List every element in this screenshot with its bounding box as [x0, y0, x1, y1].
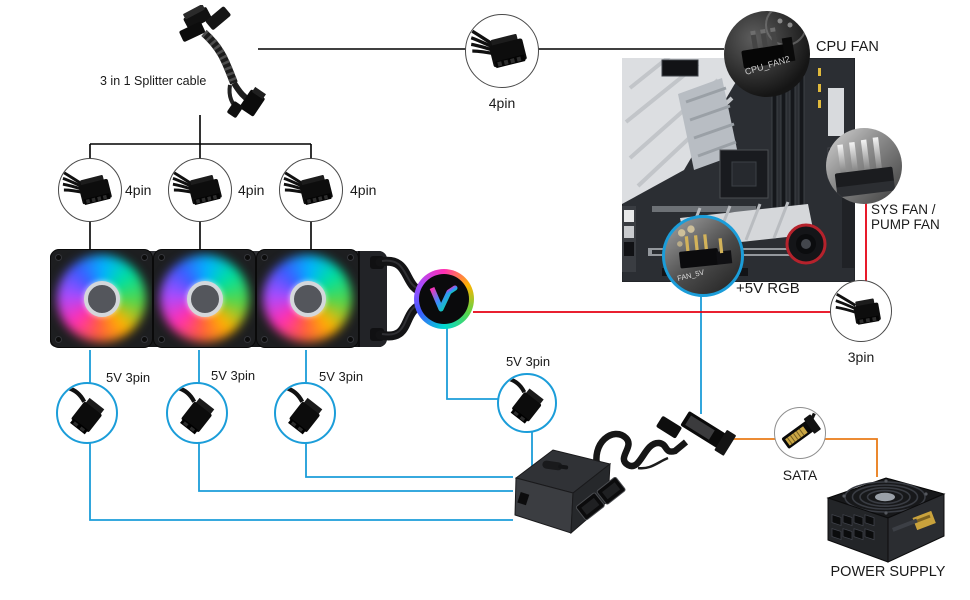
rgb-fan-3 [256, 249, 359, 348]
cpu-fan-header-icon: CPU_FAN2 [741, 11, 807, 77]
rgb-header-label: +5V RGB [736, 280, 800, 297]
sys-fan-header-circle [826, 128, 902, 204]
cpu-fan-header-circle: CPU_FAN2 [724, 11, 810, 97]
fan-argb-pin-circle-1 [56, 382, 118, 444]
argb-controller-hub [514, 411, 736, 535]
pump-3pin-circle [830, 280, 892, 342]
fan-argb-pin-label-2: 5V 3pin [211, 368, 256, 383]
splitter-output-4pin-label-2: 4pin [238, 182, 265, 198]
pump-3pin-label: 3pin [847, 349, 875, 365]
pump-argb-pin-circle [497, 373, 557, 433]
pump-head [414, 269, 474, 329]
sata-connector-icon [776, 409, 824, 457]
fan-argb-pin-label-1: 5V 3pin [106, 370, 151, 385]
sys-fan-label: SYS FAN / PUMP FAN [871, 202, 940, 232]
splitter-input-4pin-circle [465, 14, 539, 88]
splitter-output-4pin-circle-2 [168, 158, 232, 222]
cpu-fan-label: CPU FAN [816, 39, 879, 55]
motherboard-photo [622, 58, 855, 282]
radiator [50, 249, 387, 349]
rgb-fan-2 [153, 249, 256, 348]
splitter-cable-image [179, 5, 266, 118]
4pin-connector-icon [282, 161, 340, 219]
sys-fan-label-line2: PUMP FAN [871, 217, 940, 232]
rgb-fan-1 [50, 249, 153, 348]
3pin-connector-icon [833, 283, 889, 339]
splitter-output-4pin-label-3: 4pin [350, 182, 377, 198]
rgb-header-silkscreen-text: FAN_5V [676, 268, 705, 283]
pump-logo-icon [429, 285, 458, 312]
power-supply-label: POWER SUPPLY [830, 564, 946, 580]
rgb-header-circle: FAN_5V [662, 215, 744, 297]
pump-argb-pin-label: 5V 3pin [505, 354, 551, 369]
4pin-connector-icon [61, 161, 119, 219]
argb-connector-icon [500, 376, 554, 430]
4pin-connector-icon [469, 18, 535, 84]
splitter-cable-label: 3 in 1 Splitter cable [100, 74, 207, 88]
fan-header-pins-icon [834, 137, 896, 198]
fan-argb-pin-circle-2 [166, 382, 228, 444]
fan-argb-pin-circle-3 [274, 382, 336, 444]
splitter-output-4pin-label-1: 4pin [125, 182, 152, 198]
4pin-connector-icon [171, 161, 229, 219]
sys-fan-label-line1: SYS FAN / [871, 202, 936, 217]
sata-label: SATA [782, 467, 818, 483]
argb-connector-icon [169, 385, 225, 441]
sata-connector-circle [774, 407, 826, 459]
splitter-output-4pin-circle-3 [279, 158, 343, 222]
splitter-input-4pin-label: 4pin [488, 95, 516, 111]
argb-connector-icon [277, 385, 333, 441]
splitter-output-4pin-circle-1 [58, 158, 122, 222]
fan-argb-pin-label-3: 5V 3pin [319, 369, 364, 384]
argb-header-icon: FAN_5V [676, 225, 733, 283]
power-supply-image [826, 477, 946, 563]
argb-connector-icon [59, 385, 115, 441]
